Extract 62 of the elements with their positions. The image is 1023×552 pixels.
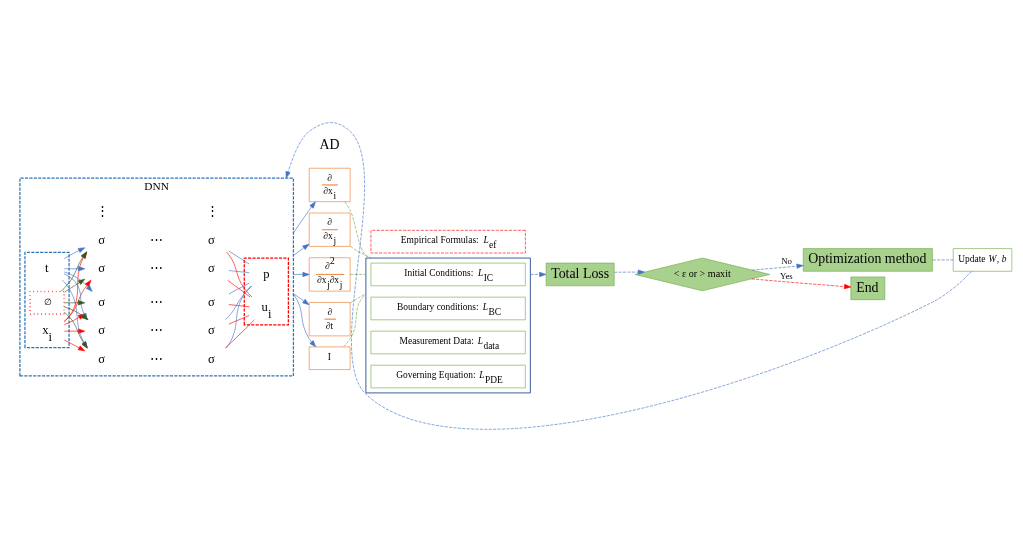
node-box: ∂ ∂t [308, 302, 351, 337]
connector [343, 293, 367, 348]
arrow [63, 271, 93, 292]
label: ⋯ [150, 232, 164, 247]
node-text: σ [208, 294, 215, 309]
connector [228, 315, 250, 325]
node-text: p [263, 266, 270, 281]
node-text: σ [98, 232, 106, 247]
connector [226, 251, 253, 298]
arrow [64, 278, 86, 293]
node-box: I [308, 346, 351, 370]
node-text: σ [208, 323, 215, 338]
arrow [530, 271, 547, 277]
label: ⋯ [150, 351, 164, 366]
arrow [64, 328, 86, 334]
connector [349, 293, 367, 304]
label: ⋯ [150, 294, 164, 309]
arrow [64, 339, 86, 352]
edge-label: No [781, 256, 792, 267]
edge-label: Yes [779, 270, 793, 281]
cluster [243, 257, 289, 326]
node-box: Total Loss [545, 262, 615, 287]
connector [224, 319, 255, 349]
arrow [751, 278, 852, 290]
node-box: End [850, 276, 886, 300]
connector [228, 304, 250, 308]
label: ⋯ [150, 260, 164, 275]
arrow [293, 293, 316, 348]
node-text: σ [98, 323, 106, 338]
arrow [293, 201, 316, 234]
connector [228, 270, 250, 273]
arrow [751, 263, 804, 271]
arrow [293, 271, 310, 277]
node-text: σ [208, 232, 215, 247]
arrow [293, 293, 310, 306]
connector [228, 250, 250, 265]
label: ⋮ [95, 204, 109, 219]
connector [225, 285, 253, 321]
node-text: σ [98, 260, 106, 275]
label: ⋮ [205, 204, 219, 219]
connector [932, 259, 954, 261]
node-text: t [45, 260, 49, 275]
arrow [614, 269, 645, 275]
label: ⋯ [150, 323, 164, 338]
arrow [64, 300, 86, 306]
node-text: σ [208, 351, 215, 366]
connector [350, 246, 373, 259]
arrow [293, 243, 310, 256]
node-box: Update W, b [952, 248, 1013, 272]
node-text: σ [98, 351, 106, 366]
node-box: Optimization method [802, 248, 933, 272]
cluster [365, 257, 531, 394]
connector [349, 274, 367, 275]
node-text: σ [98, 294, 106, 309]
label: AD [319, 137, 340, 153]
node-text: σ [208, 260, 215, 275]
node-box: ∅ [29, 290, 65, 315]
cluster [24, 251, 70, 349]
arrow [64, 266, 86, 272]
connector [225, 285, 252, 349]
arrow [285, 122, 972, 430]
connector [344, 201, 370, 259]
